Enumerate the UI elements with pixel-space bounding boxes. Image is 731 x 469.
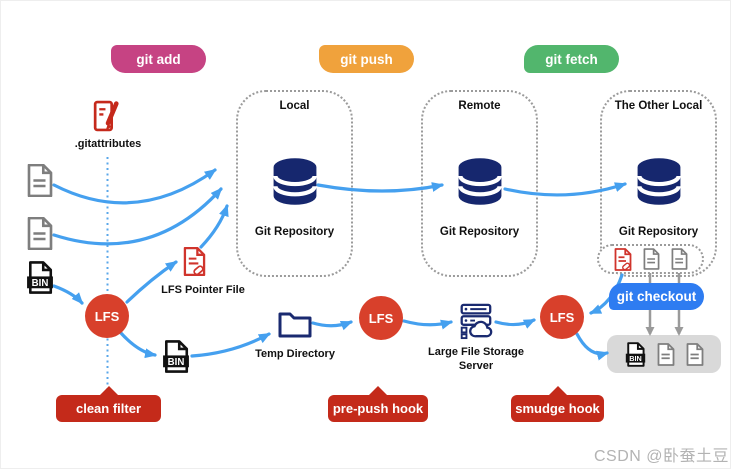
gitattributes-label: .gitattributes — [74, 138, 142, 150]
document-icon — [671, 248, 687, 270]
bin-label: BIN — [629, 353, 642, 362]
git-push-pill: git push — [319, 45, 414, 73]
repo-files-pill — [597, 244, 704, 274]
document-icon — [27, 164, 53, 197]
bin-label: BIN — [32, 278, 49, 289]
bin-file-icon: BIN — [163, 340, 189, 373]
arrow-lfs2-to-lfs-server — [402, 319, 453, 330]
arrow-lfs-server-to-lfs3 — [494, 318, 536, 329]
folder-icon — [278, 312, 312, 338]
temp-directory-label: Temp Directory — [255, 348, 335, 360]
git-fetch-pill: git fetch — [524, 45, 619, 73]
repo-caption: Git Repository — [254, 226, 335, 238]
repo-caption: Git Repository — [618, 226, 699, 238]
lfs-server-label: Large File Storage Server — [420, 345, 532, 374]
smudge-hook-banner: smudge hook — [511, 395, 604, 422]
document-icon — [643, 248, 659, 270]
arrow-lfs1-to-bin2 — [118, 330, 157, 359]
pre-push-hook-banner: pre-push hook — [328, 395, 428, 422]
repo-title: Remote — [458, 100, 501, 112]
lfs-pointer-file-icon — [183, 247, 206, 276]
git-checkout-pill: git checkout — [609, 283, 704, 310]
git-add-pill: git add — [111, 45, 206, 73]
arrow-lfs3-to-worktree-bin — [575, 332, 609, 361]
bin-label: BIN — [168, 357, 185, 368]
arrow-pointer-to-local-repo — [199, 204, 229, 249]
repo-title: Local — [279, 100, 310, 112]
repo-box-remote: Remote Git Repository — [421, 90, 538, 277]
repo-caption: Git Repository — [439, 226, 520, 238]
repo-title: The Other Local — [614, 100, 703, 112]
arrow-temp-directory-to-lfs2 — [311, 320, 353, 331]
arrow-doc1-to-local-repo — [52, 168, 217, 205]
lfs-node-prepush: LFS — [359, 296, 403, 340]
database-icon — [272, 158, 317, 205]
lfs-node-smudge: LFS — [540, 295, 584, 339]
lfs-server-label-line1: Large File Storage — [428, 346, 524, 358]
bin-file-icon: BIN — [625, 341, 645, 367]
document-icon — [657, 342, 674, 366]
document-icon — [686, 342, 703, 366]
clean-filter-banner: clean filter — [56, 395, 161, 422]
database-icon — [457, 158, 502, 205]
lfs-server-icon — [460, 303, 493, 340]
bin-file-icon: BIN — [27, 261, 53, 294]
arrow-bin-to-lfs1 — [52, 284, 84, 305]
lfs-node-clean: LFS — [85, 294, 129, 338]
lfs-pointer-file-label: LFS Pointer File — [161, 284, 245, 296]
worktree-box: BIN — [607, 335, 721, 373]
lfs-pointer-file-icon — [614, 247, 631, 271]
repo-box-local: Local Git Repository — [236, 90, 353, 277]
database-icon — [636, 158, 681, 205]
arrow-doc2-to-local-repo — [52, 187, 223, 246]
document-icon — [27, 217, 53, 250]
gitattributes-icon — [93, 100, 119, 132]
watermark: CSDN @卧蚕土豆 — [593, 448, 729, 465]
lfs-server-label-line2: Server — [458, 360, 494, 373]
